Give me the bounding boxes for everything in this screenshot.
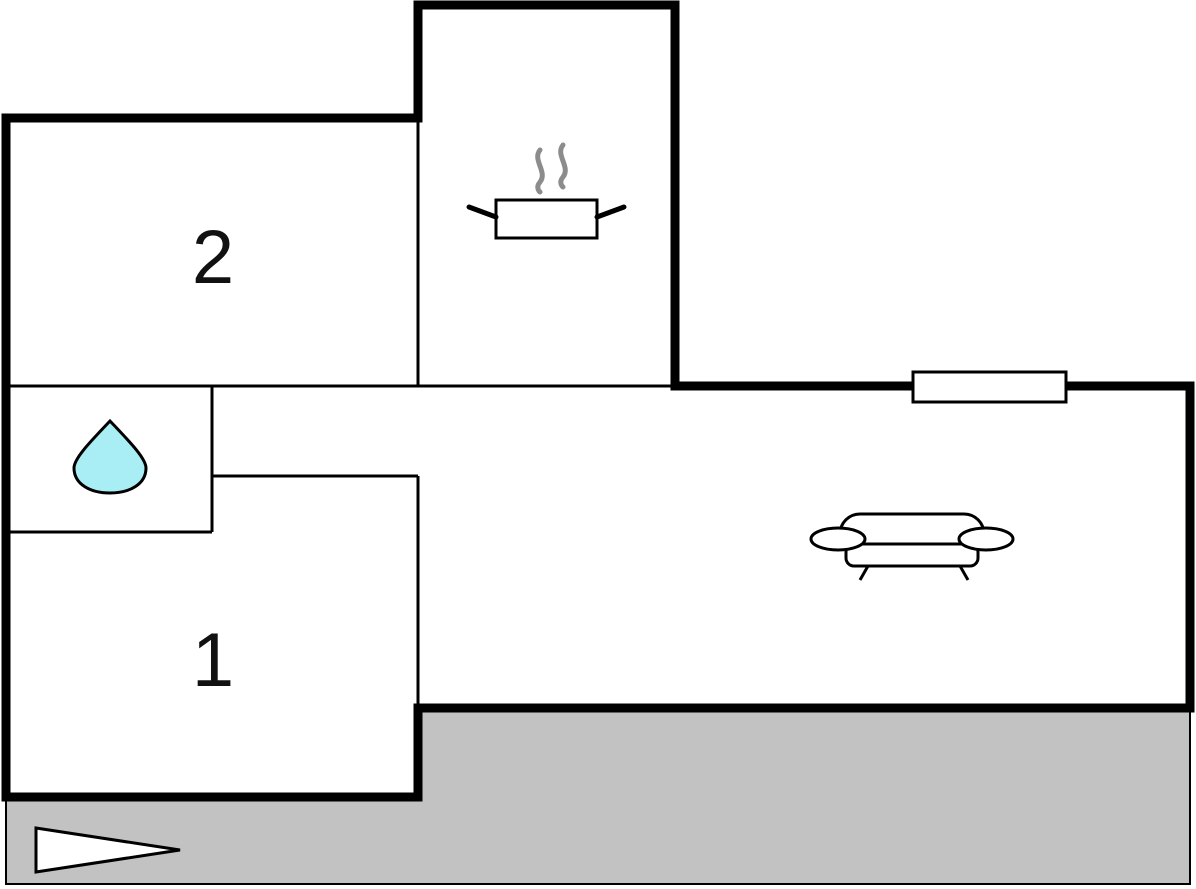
armchair-leg-right (958, 565, 970, 581)
pot-handle-right (594, 204, 627, 220)
entrance-arrow-icon (34, 826, 181, 874)
room-label-2: 2 (192, 215, 234, 300)
armchair-leg-left (858, 565, 870, 581)
room-label-1: 1 (192, 618, 234, 703)
interior-partitions (8, 118, 675, 708)
armchair-arm-left (809, 526, 867, 552)
window-icon (911, 370, 1068, 404)
armchair-seat (844, 542, 980, 568)
armchair-arm-right (957, 526, 1015, 552)
pot-body (494, 198, 599, 240)
water-drop-icon (72, 418, 148, 495)
cooking-pot-icon (466, 142, 627, 240)
steam-line-right (558, 142, 568, 190)
exterior-walls (1, 0, 1195, 802)
armchair-icon (809, 512, 1015, 581)
pot-handle-left (466, 204, 499, 220)
steam-line-left (535, 147, 545, 195)
